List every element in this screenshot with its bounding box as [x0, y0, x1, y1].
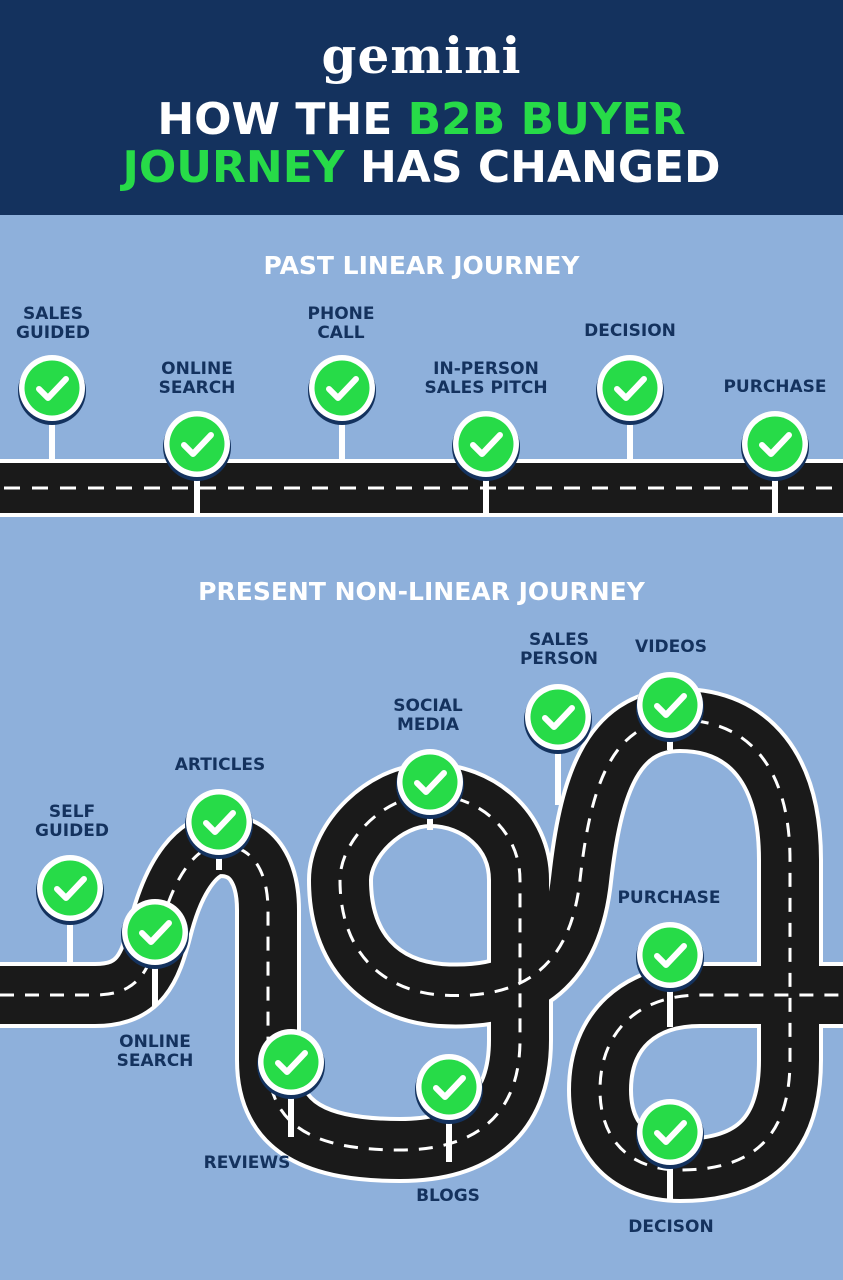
label-articles: ARTICLES: [174, 755, 266, 775]
present-journey-title: PRESENT NON-LINEAR JOURNEY: [198, 577, 645, 606]
check-icon: [257, 1029, 325, 1099]
title-text: HOW THE: [157, 94, 408, 145]
signpost: [667, 1140, 673, 1202]
label-decison: DECISON: [628, 1217, 714, 1237]
title-text: HAS CHANGED: [344, 142, 721, 193]
signpost: [772, 450, 778, 516]
signpost: [483, 450, 489, 516]
label-videos: VIDEOS: [635, 637, 707, 657]
check-icon: [636, 1099, 704, 1169]
check-icon: [452, 411, 520, 481]
check-icon: [396, 749, 464, 819]
signpost: [194, 450, 200, 516]
check-icon: [596, 355, 664, 425]
check-icon: [121, 899, 189, 969]
check-icon: [524, 684, 592, 754]
signpost: [667, 965, 673, 1027]
past-road: [0, 459, 843, 517]
label-purchase: PURCHASE: [723, 377, 827, 397]
gemini-logo: gemini: [321, 26, 522, 85]
signpost: [67, 900, 73, 962]
check-icon: [308, 355, 376, 425]
label-decision: DECISION: [584, 321, 676, 341]
label-purchase-present: PURCHASE: [617, 888, 721, 908]
signpost: [555, 725, 561, 805]
label-reviews: REVIEWS: [203, 1153, 291, 1173]
label-blogs: BLOGS: [416, 1186, 480, 1206]
label-online-search: ONLINE SEARCH: [158, 359, 236, 398]
title-line-1: HOW THE B2B BUYER: [0, 94, 843, 146]
label-sales-person: SALES PERSON: [519, 630, 599, 669]
road-lane-line: [0, 718, 843, 1172]
title-line-2: JOURNEY HAS CHANGED: [0, 142, 843, 194]
label-self-guided: SELF GUIDED: [35, 802, 109, 841]
check-icon: [36, 855, 104, 925]
check-icon: [18, 355, 86, 425]
signpost: [152, 940, 158, 1006]
check-icon: [636, 672, 704, 742]
check-icon: [163, 411, 231, 481]
check-icon: [741, 411, 809, 481]
header: gemini HOW THE B2B BUYER JOURNEY HAS CHA…: [0, 0, 843, 215]
label-sales-guided: SALES GUIDED: [16, 304, 90, 343]
label-in-person-sales-pitch: IN-PERSON SALES PITCH: [424, 359, 548, 398]
label-online-search-present: ONLINE SEARCH: [116, 1032, 194, 1071]
signpost: [288, 1075, 294, 1137]
label-phone-call: PHONE CALL: [307, 304, 375, 343]
check-icon: [185, 789, 253, 859]
title-highlight: B2B BUYER: [407, 94, 686, 145]
past-journey-title: PAST LINEAR JOURNEY: [263, 251, 580, 280]
signpost: [446, 1100, 452, 1162]
check-icon: [636, 922, 704, 992]
label-social-media: SOCIAL MEDIA: [393, 696, 463, 735]
title-highlight: JOURNEY: [122, 142, 345, 193]
check-icon: [415, 1054, 483, 1124]
